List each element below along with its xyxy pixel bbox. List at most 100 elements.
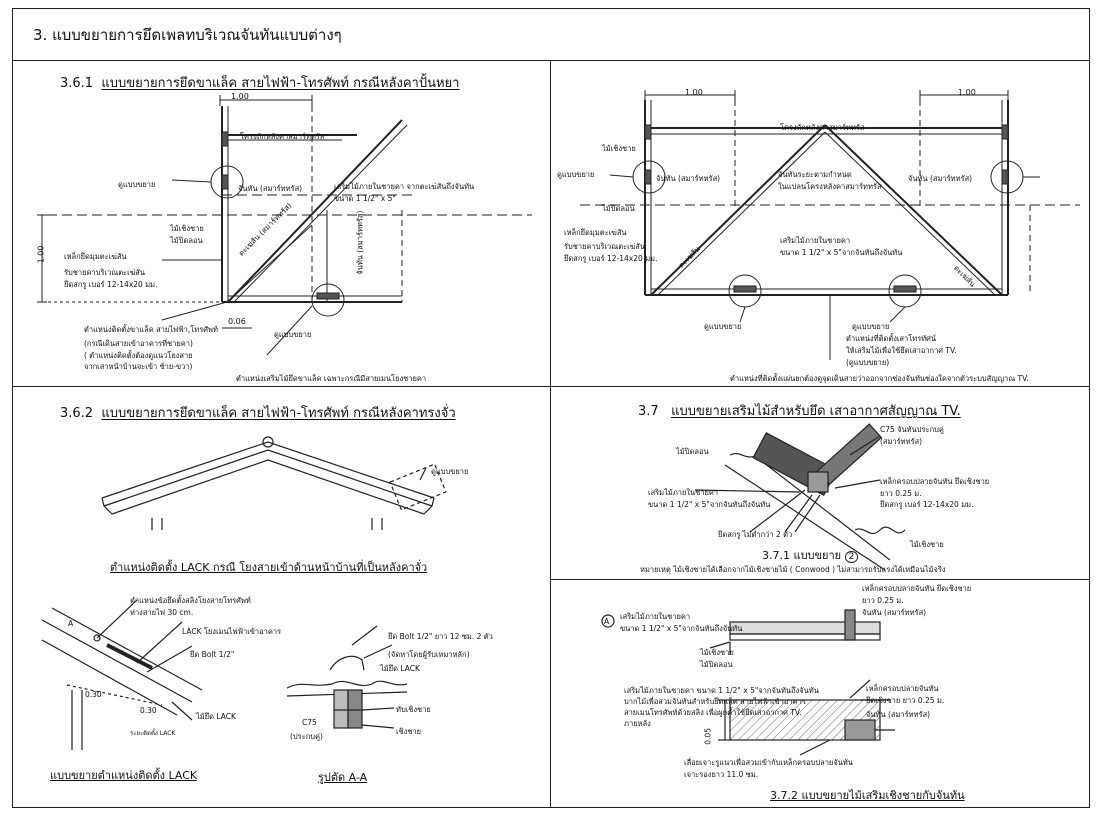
label-bolt1-361: เหล็กยึดมุมตะเฆ่สัน <box>64 252 127 261</box>
tv-reinforce-drawing <box>694 423 906 571</box>
label-bolt2-rt: รับชายคาบริเวณตะเฆ่สัน <box>564 242 645 251</box>
label-detail1-rt: ดูแบบขยาย <box>557 170 595 179</box>
label-pos2-361: (กรณีเดินสายเข้าอาคารที่ชายคา) <box>84 339 193 348</box>
label-fascia-rt: ไม้ปิดลอน <box>602 204 635 213</box>
sheet-header: 3. แบบขยายการยึดเพลทบริเวณจันทันแบบต่างๆ <box>13 9 1089 61</box>
label-reinforce1-rt: เสริมไม้ภายในชายคา <box>780 236 851 245</box>
label-detail1-361: ดูแบบขยาย <box>118 180 156 189</box>
label-p5-362: ไม้ยึด LACK <box>196 712 236 721</box>
label-fascia-372: ไม้ปิดลอน <box>700 660 733 669</box>
label-fascia-37: ไม้ปิดลอน <box>676 447 709 456</box>
dim-left-361: 1.00 <box>36 245 46 264</box>
dim-right-right-top: 1.00 <box>958 88 976 97</box>
label-plate2-372: ยาว 0.25 ม. <box>862 596 904 605</box>
label-small-362: ระยะติดตั้ง LACK <box>130 730 176 737</box>
label-p4-362: ยึด Bolt 1/2" <box>190 650 235 659</box>
label-d1-362: 0.30 <box>85 690 102 699</box>
label-d2-362: 0.30 <box>140 706 157 715</box>
remark-37: หมายเหตุ ไม้เชิงชายได้เลือกจากไม้เชิงชาย… <box>640 565 946 574</box>
label-n2-372: บากไม้เพื่อสวมจันทันสำหรับยึดแล็ค สายไฟฟ… <box>624 697 806 706</box>
eave-reinforce-drawing <box>601 609 895 756</box>
hip-roof-detail-drawing <box>37 95 532 356</box>
label-pos3-361: ( ตำแหน่งติดตั้งต้องดูแนวโยงสาย <box>84 351 193 360</box>
label-spacing1-rt: จันทันระยะตามกำหนด <box>778 170 852 179</box>
label-eave-board-361: ไม้เชิงชาย <box>170 224 204 233</box>
label-s7-362: เชิงชาย <box>396 727 422 736</box>
label-bolt2-361: รับชายคาบริเวณตะเฆ่สัน <box>64 268 145 277</box>
label-n1-372: เสริมไม้ภายในชายคา ขนาด 1 1/2" x 5"จากจั… <box>624 686 819 695</box>
label-rafter-r-rt: จันทัน (สมาร์ททรัส) <box>908 174 973 183</box>
tv-mast-roof-drawing <box>580 90 1080 360</box>
label-s2-362: (จัดหาโดยผู้รับเหมาหลัก) <box>388 650 470 659</box>
label-p1-362: ตำแหน่งข้อยึดตั้งสลิงโยงสายโทรศัพท์ <box>130 596 251 605</box>
label-reinforce1-37: เสริมไม้ภายในชายคา <box>648 488 719 497</box>
label-c75b-37: (สมาร์ททรัส) <box>880 437 923 446</box>
panel-372-title: 3.7.2 แบบขยายไม้เสริมเชิงชายกับจันทัน <box>770 786 965 804</box>
label-s6-362: ทับเชิงชาย <box>396 705 431 714</box>
caption-361: ตำแหน่งเสริมไม้ยึดขาแล็ค เฉพาะกรณีมีสายเ… <box>236 374 427 383</box>
gable-roof-drawing <box>41 436 447 750</box>
label-s1-362: ยึด Bolt 1/2" ยาว 12 ซม. 2 ตัว <box>388 632 493 641</box>
label-pos4-361: จากเสาหน้าบ้านจะเข้า ซ้าย-ขวา) <box>84 362 193 371</box>
label-a-362: A <box>68 619 74 628</box>
dim-top-361: 1.00 <box>231 92 249 101</box>
label-r2-372: ขนาด 1 1/2" x 5"จากจันทันถึงจันทัน <box>620 624 743 633</box>
vertical-divider <box>550 61 551 807</box>
panel-362-title-text: แบบขยายการยึดขาแล็ค สายไฟฟ้า-โทรศัพท์ กร… <box>101 406 456 421</box>
label-r1-372: เสริมไม้ภายในชายคา <box>620 612 691 621</box>
dim-left-right-top: 1.00 <box>685 88 703 97</box>
drawing-sheet: 3. แบบขยายการยึดเพลทบริเวณจันทันแบบต่างๆ <box>12 8 1090 808</box>
label-bolt1-rt: เหล็กยึดมุมตะเฆ่สัน <box>564 228 627 237</box>
section-title-362-text: รูปตัด A-A <box>318 771 368 784</box>
label-plate2-37: ยาว 0.25 ม. <box>880 489 922 498</box>
panel-361-number: 3.6.1 <box>60 76 94 91</box>
label-roof-frame-361: โครงถักหลังคาสมาร์ททรัส <box>240 132 325 141</box>
subtitle-371-text: 3.7.1 แบบขยาย <box>762 549 842 562</box>
label-a-372: A <box>604 617 610 626</box>
panel-361-title-text: แบบขยายการยึดขาแล็ค สายไฟฟ้า-โทรศัพท์ กร… <box>101 76 460 91</box>
label-s4-362: C75 <box>302 718 317 727</box>
label-detail-362: ดูแบบขยาย <box>431 467 469 476</box>
label-rafter2-361: จันทัน (สมาร์ททรัส) <box>355 210 365 275</box>
label-screw-37: ยึดสกรู ไม่ต่ำกว่า 2 ตัว <box>718 530 793 539</box>
panel-37-title: 3.7 แบบขยายเสริมไม้สำหรับยึด เสาอากาศสัญ… <box>638 400 961 421</box>
label-p2-362: ห่างสายไฟ 30 cm. <box>130 608 194 617</box>
subtitle-371-badge: 2 <box>844 551 859 563</box>
panel-372-title-text: 3.7.2 แบบขยายไม้เสริมเชิงชายกับจันทัน <box>770 789 965 802</box>
sheet-title: 3. แบบขยายการยึดเพลทบริเวณจันทันแบบต่างๆ <box>33 26 342 44</box>
label-reinforce1-361: เสริมไม้ภายในชายคา จากตะเฆ่สันถึงจันทัน <box>334 182 475 191</box>
label-s3-362: ไม้ยึด LACK <box>380 664 420 673</box>
horizontal-divider-2 <box>550 579 1089 580</box>
caption-362-text: ตำแหน่งติดตั้ง LACK กรณี โยงสายเข้าด้านห… <box>110 561 428 574</box>
label-reinforce2-rt: ขนาด 1 1/2" x 5"จากจันทันถึงจันทัน <box>780 248 903 257</box>
label-roof-frame-rt: โครงถักหลังคาสมาร์ททรัส <box>780 123 865 132</box>
subtitle-371: 3.7.1 แบบขยาย 2 <box>762 546 859 564</box>
label-tv3-rt: (ดูแบบขยาย) <box>846 358 890 367</box>
label-b1-372: เลื่อยเจาะรูแนวเพื่อสวมเข้ากับเหล็กครอบป… <box>684 758 853 767</box>
label-plate3-37: ยึดสกรู เบอร์ 12-14x20 มม. <box>880 500 974 509</box>
panel-362-number: 3.6.2 <box>60 406 94 421</box>
panel-362-title: 3.6.2 แบบขยายการยึดขาแล็ค สายไฟฟ้า-โทรศั… <box>60 402 456 423</box>
label-p1-372: เหล็กครอบปลายจันทัน <box>866 684 939 693</box>
label-eave-372: ไม้เชิงชาย <box>700 648 734 657</box>
caption-362: ตำแหน่งติดตั้ง LACK กรณี โยงสายเข้าด้านห… <box>110 558 427 576</box>
label-n4-372: ภายหลัง <box>624 719 651 728</box>
label-p3-362: LACK โยงเมนไฟฟ้าเข้าอาคาร <box>182 627 282 636</box>
detail-title-362-text: แบบขยายตำแหน่งติดตั้ง LACK <box>50 769 198 782</box>
dim-small-361: 0.06 <box>228 317 246 326</box>
label-plate1-372: เหล็กครอบปลายจันทัน ยึดเชิงชาย <box>862 584 972 593</box>
label-bolt3-361: ยึดสกรู เบอร์ 12-14x20 มม. <box>64 280 158 289</box>
label-dim-372: 0.05 <box>703 727 713 745</box>
label-tv1-rt: ตำแหน่งที่ติดตั้งเสาโทรทัศน์ <box>846 334 937 343</box>
label-s5-362: (ประกบคู่) <box>290 732 323 741</box>
panel-37-number: 3.7 <box>638 404 659 419</box>
horizontal-divider-1 <box>13 386 1089 387</box>
panel-37-title-text: แบบขยายเสริมไม้สำหรับยึด เสาอากาศสัญญาณ … <box>671 404 961 419</box>
label-detail2-361: ดูแบบขยาย <box>274 330 312 339</box>
label-n3-372: สายเมนโทรศัพท์ด้วยสลิง เพื่อผูกค้ำใช้ยึด… <box>624 708 802 717</box>
label-pos1-361: ตำแหน่งติดตั้งขาแล็ค สายไฟฟ้า,โทรศัพท์ <box>84 325 218 334</box>
label-p3-372: จันทัน (สมาร์ททรัส) <box>866 710 931 719</box>
caption-right-top: ตำแหน่งที่ติดตั้งแผ่นยกต้องดูจุดเดินสายว… <box>730 374 1029 383</box>
label-fascia-361: ไม้ปิดลอน <box>170 236 203 245</box>
label-eave-37: ไม้เชิงชาย <box>910 540 944 549</box>
